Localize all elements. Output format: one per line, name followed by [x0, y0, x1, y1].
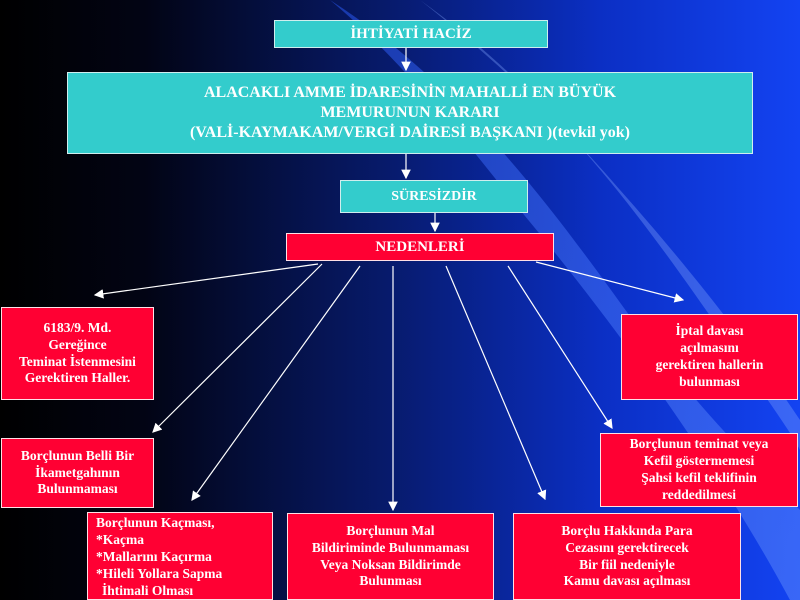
title-box: İHTİYATİ HACİZ [274, 20, 548, 48]
reason-para-cezasi: Borçlu Hakkında Para Cezasını gerektirec… [513, 513, 741, 600]
reason-line: *Mallarını Kaçırma [96, 548, 212, 564]
reason-ikametgah: Borçlunun Belli Bir İkametgahının Bulunm… [1, 438, 154, 508]
reason-line: Borçlunun Mal [346, 522, 435, 538]
arrow-to-ikametgah [152, 263, 323, 433]
reason-line: 6183/9. Md. [43, 319, 112, 335]
reason-line: Kamu davası açılması [563, 573, 691, 589]
reason-line: Gereğince [48, 336, 107, 352]
authority-box: ALACAKLI AMME İDARESİNİN MAHALLİ EN BÜYÜ… [67, 72, 753, 154]
arrow-to-md-6183 [93, 263, 319, 299]
authority-line-1: ALACAKLI AMME İDARESİNİN MAHALLİ EN BÜYÜ… [203, 84, 617, 101]
arrow-to-kacma [191, 265, 361, 501]
reason-line: Borçlunun teminat veya [629, 436, 769, 452]
reason-line: Cezasını gerektirecek [565, 539, 689, 555]
reasons-header-box: NEDENLERİ [286, 233, 554, 261]
reason-iptal-davasi: İptal davası açılmasını gerektiren halle… [621, 314, 798, 400]
reason-line: Kefil göstermemesi [643, 453, 755, 469]
reason-line: Borçlunun Belli Bir [20, 447, 135, 463]
reason-line: açılmasını [680, 340, 739, 356]
reason-line: Borçlunun Kaçması, [96, 515, 215, 530]
reason-line: *Kaçma [96, 531, 144, 547]
duration-box: SÜRESİZDİR [340, 180, 528, 213]
authority-line-2: MEMURUNUN KARARI [320, 104, 500, 121]
authority-line-3: (VALİ-KAYMAKAM/VERGİ DAİRESİ BAŞKANI )(t… [189, 124, 631, 141]
reasons-header-text: NEDENLERİ [375, 238, 465, 255]
reason-line: İkametgahının [35, 464, 120, 480]
arrow-to-teminat [507, 265, 613, 430]
reason-line: Teminat İstenmesini [19, 353, 136, 369]
reason-line: gerektiren hallerin [655, 357, 764, 372]
reason-line: reddedilmesi [662, 486, 736, 502]
reason-line: Bir fiil nedeniyle [579, 556, 675, 572]
reason-line: Borçlu Hakkında Para [561, 522, 693, 538]
reason-md-6183: 6183/9. Md. Gereğince Teminat İstenmesin… [1, 307, 154, 400]
arrow-to-iptal-davasi [535, 261, 685, 303]
reason-line: Bildiriminde Bulunmaması [311, 539, 470, 555]
reason-teminat: Borçlunun teminat veya Kefil göstermemes… [600, 433, 798, 507]
duration-text: SÜRESİZDİR [391, 188, 477, 204]
title-text: İHTİYATİ HACİZ [350, 25, 472, 42]
reason-line: İptal davası [675, 323, 744, 339]
reason-mal-bildirimi: Borçlunun Mal Bildiriminde Bulunmaması V… [287, 513, 494, 600]
reason-line: *Hileli Yollara Sapma [96, 565, 223, 581]
reason-line: Bulunmaması [37, 481, 118, 497]
arrow-to-para-cezasi [445, 265, 547, 501]
reason-kacma: Borçlunun Kaçması, *Kaçma *Mallarını Kaç… [87, 512, 273, 600]
reason-line: bulunması [679, 373, 740, 389]
reason-line: Gerektiren Haller. [24, 370, 131, 386]
reason-line: Şahsi kefil teklifinin [641, 470, 757, 485]
reason-line: Veya Noksan Bildirimde [320, 556, 461, 572]
reason-line: Bulunması [359, 573, 422, 589]
reason-line: İhtimali Olması [102, 582, 194, 598]
